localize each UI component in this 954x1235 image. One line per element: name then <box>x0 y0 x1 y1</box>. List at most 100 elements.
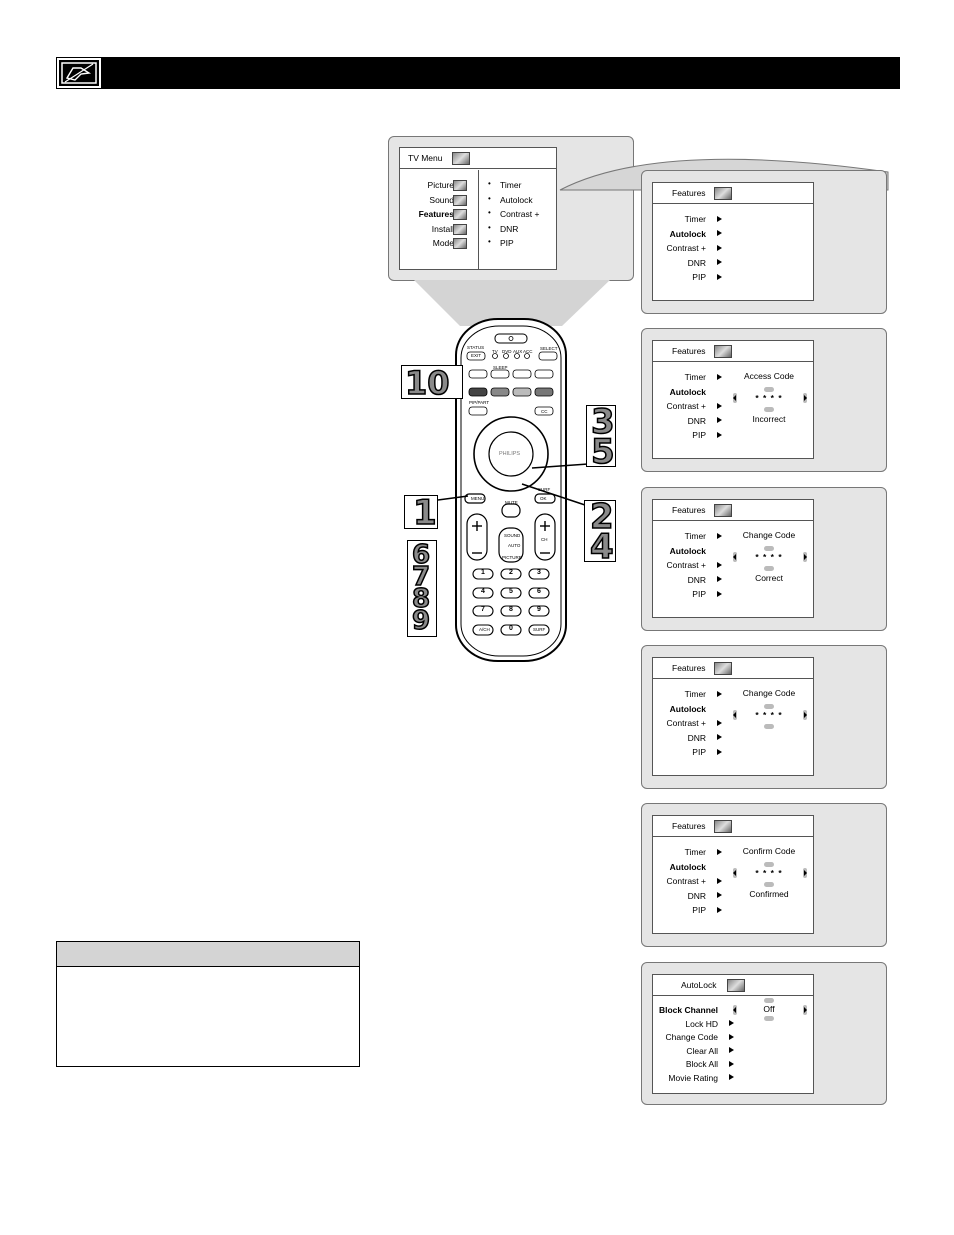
menu-item-contrast[interactable]: Contrast + <box>653 717 706 729</box>
tv-menu-item[interactable]: Sound <box>429 194 454 205</box>
remote-cc-label[interactable]: CC <box>541 409 548 414</box>
menu-item-dnr[interactable]: DNR <box>653 574 706 586</box>
keypad-6-button[interactable]: 6 <box>537 588 541 595</box>
code-entry[interactable]: * * * * <box>755 868 783 878</box>
right-arrow-icon[interactable] <box>803 1005 807 1015</box>
up-knob-icon[interactable] <box>764 387 774 392</box>
block-channel-value[interactable]: Off <box>763 1004 775 1014</box>
menu-item-autolock[interactable]: Autolock <box>653 228 706 240</box>
up-knob-icon[interactable] <box>764 704 774 709</box>
left-arrow-icon[interactable] <box>733 552 737 562</box>
right-arrow-icon[interactable] <box>803 710 807 720</box>
tv-menu-submenu-item[interactable]: Timer <box>500 180 522 190</box>
menu-item-autolock[interactable]: Autolock <box>653 861 706 873</box>
tv-menu-submenu-item[interactable]: PIP <box>500 238 514 249</box>
autolock-item[interactable]: Clear All <box>653 1045 718 1057</box>
tv-menu-submenu-item[interactable]: Contrast + <box>500 209 540 220</box>
keypad-5-button[interactable]: 5 <box>509 588 513 595</box>
menu-item-dnr[interactable]: DNR <box>653 415 706 427</box>
features-icon <box>714 820 732 833</box>
menu-item-dnr[interactable]: DNR <box>653 890 706 902</box>
tv-menu-divider <box>478 170 479 269</box>
step-3-5-box: 3 5 <box>586 404 616 470</box>
menu-item-timer[interactable]: Timer <box>653 530 706 542</box>
keypad-2-button[interactable]: 2 <box>509 569 513 576</box>
menu-item-timer[interactable]: Timer <box>653 688 706 700</box>
code-panel-title: Confirm Code <box>742 846 796 856</box>
menu-item-label: Autolock <box>669 228 706 239</box>
left-arrow-icon[interactable] <box>733 1005 737 1015</box>
menu-item-label: PIP <box>692 905 706 915</box>
keypad-4-button[interactable]: 4 <box>481 588 485 595</box>
remote-sound-button[interactable]: SOUND <box>504 533 521 538</box>
menu-item-timer[interactable]: Timer <box>653 213 706 225</box>
remote-surf-button[interactable]: SURF <box>533 627 546 632</box>
code-entry[interactable]: * * * * <box>755 393 783 403</box>
right-arrow-icon <box>717 431 722 438</box>
keypad-3-button[interactable]: 3 <box>537 569 541 576</box>
tv-menu-item[interactable]: Features <box>418 209 454 220</box>
menu-item-label: Timer <box>684 689 706 699</box>
right-arrow-icon <box>729 1060 734 1067</box>
autolock-item[interactable]: Change Code <box>653 1031 718 1043</box>
autolock-item[interactable]: Lock HD <box>653 1018 718 1030</box>
code-entry[interactable]: * * * * <box>755 552 783 562</box>
keypad-9-button[interactable]: 9 <box>537 606 541 613</box>
down-knob-icon[interactable] <box>764 1016 774 1021</box>
tv-menu-submenu-item[interactable]: Autolock <box>500 194 533 205</box>
menu-item-autolock[interactable]: Autolock <box>653 386 706 398</box>
bullet-icon: • <box>488 222 491 232</box>
left-arrow-icon[interactable] <box>733 393 737 403</box>
remote-menu-button[interactable]: MENU <box>471 496 485 501</box>
keypad-8-button[interactable]: 8 <box>509 606 513 613</box>
menu-item-dnr[interactable]: DNR <box>653 257 706 269</box>
keypad-1-button[interactable]: 1 <box>481 569 485 576</box>
remote-control[interactable] <box>455 318 567 662</box>
down-knob-icon[interactable] <box>764 407 774 412</box>
left-arrow-icon[interactable] <box>733 868 737 878</box>
up-knob-icon[interactable] <box>764 546 774 551</box>
remote-dvd-label: DVD <box>502 349 512 354</box>
right-arrow-icon <box>717 576 722 582</box>
tv-menu-submenu-item[interactable]: DNR <box>500 223 519 234</box>
menu-item-pip[interactable]: PIP <box>653 746 706 758</box>
menu-item-pip[interactable]: PIP <box>653 904 706 916</box>
right-arrow-icon[interactable] <box>803 393 807 403</box>
keypad-7-button[interactable]: 7 <box>481 606 485 613</box>
autolock-item[interactable]: Movie Rating <box>653 1072 718 1084</box>
menu-item-autolock[interactable]: Autolock <box>653 703 706 715</box>
menu-item-contrast[interactable]: Contrast + <box>653 400 706 412</box>
remote-ok-button[interactable]: OK <box>540 496 547 501</box>
right-arrow-icon <box>717 690 722 697</box>
right-arrow-icon[interactable] <box>803 552 807 562</box>
autolock-item[interactable]: Block Channel <box>653 1004 718 1016</box>
remote-ach-button[interactable]: A/CH <box>479 627 490 632</box>
menu-item-autolock[interactable]: Autolock <box>653 545 706 557</box>
tv-menu-item[interactable]: Picture <box>427 180 454 190</box>
tv-menu-item[interactable]: Install <box>431 223 454 234</box>
menu-item-timer[interactable]: Timer <box>653 846 706 858</box>
code-entry[interactable]: * * * * <box>755 710 783 720</box>
menu-item-pip[interactable]: PIP <box>653 271 706 283</box>
menu-item-timer[interactable]: Timer <box>653 371 706 383</box>
menu-item-contrast[interactable]: Contrast + <box>653 875 706 887</box>
remote-exit-label[interactable]: EXIT <box>471 353 482 358</box>
right-arrow-icon[interactable] <box>803 868 807 878</box>
tv-menu-item[interactable]: Mode <box>432 238 454 249</box>
up-knob-icon[interactable] <box>764 998 774 1003</box>
up-knob-icon[interactable] <box>764 862 774 867</box>
left-arrow-icon[interactable] <box>733 710 737 720</box>
menu-item-contrast[interactable]: Contrast + <box>653 559 706 571</box>
menu-item-label: PIP <box>692 589 706 599</box>
menu-item-dnr[interactable]: DNR <box>653 732 706 744</box>
down-knob-icon[interactable] <box>764 724 774 729</box>
menu-item-pip[interactable]: PIP <box>653 429 706 441</box>
screen-title-bar: AutoLock <box>653 975 813 996</box>
keypad-0-button[interactable]: 0 <box>509 625 513 632</box>
remote-picture-button[interactable]: PICTURE <box>502 555 522 560</box>
menu-item-contrast[interactable]: Contrast + <box>653 242 706 254</box>
down-knob-icon[interactable] <box>764 566 774 571</box>
menu-item-pip[interactable]: PIP <box>653 588 706 600</box>
autolock-item[interactable]: Block All <box>653 1058 718 1070</box>
down-knob-icon[interactable] <box>764 882 774 887</box>
